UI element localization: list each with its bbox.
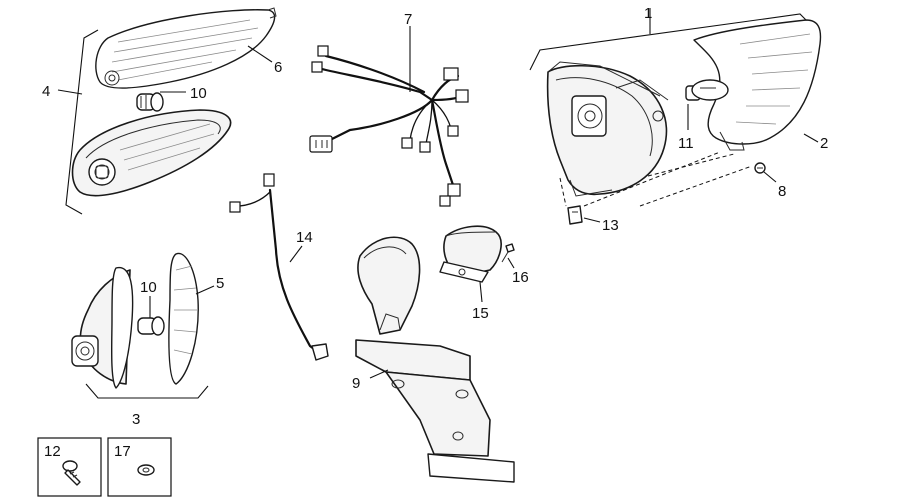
callout-2: 2 (820, 135, 828, 152)
callout-7: 7 (404, 11, 412, 28)
callout-15: 15 (472, 305, 489, 322)
screw-16 (501, 243, 515, 263)
license-lamp-assembly (439, 225, 515, 283)
bulb-11 (685, 79, 729, 101)
callout-16: 16 (512, 269, 529, 286)
callout-10-lower: 10 (140, 279, 157, 296)
callout-6: 6 (274, 59, 282, 76)
detail-box-12 (37, 437, 102, 497)
callout-5: 5 (216, 275, 224, 292)
bulb-10-lower (137, 316, 165, 336)
headlight-reflector-housing (546, 64, 668, 196)
washer-17-icon (137, 464, 155, 476)
indicator-lens-6 (95, 9, 276, 89)
indicator-front-left-assembly (65, 7, 277, 215)
headlight-assembly (529, 13, 822, 225)
license-plate-bracket-9 (355, 236, 515, 483)
leader-lines (57, 8, 819, 379)
bulb-10-upper (136, 92, 164, 112)
callout-9: 9 (352, 375, 360, 392)
indicator-rear-assembly (71, 252, 209, 399)
detail-box-17 (107, 437, 172, 497)
clip-13 (567, 205, 583, 225)
license-lamp-15 (443, 225, 502, 277)
callout-4: 4 (42, 83, 50, 100)
callout-17: 17 (114, 443, 131, 460)
screw-8 (754, 162, 766, 174)
callout-13: 13 (602, 217, 619, 234)
bolt-12-icon (62, 460, 81, 486)
wiring-harness-7 (309, 45, 469, 207)
callout-8: 8 (778, 183, 786, 200)
callout-14: 14 (296, 229, 313, 246)
headlight-lens-2 (693, 19, 822, 145)
callout-labels: 1 2 3 4 5 6 7 8 9 10 10 11 12 13 14 15 1… (42, 5, 828, 460)
indicator-lens-5 (168, 252, 199, 385)
cable-14 (229, 173, 329, 361)
callout-1: 1 (644, 5, 652, 22)
callout-3: 3 (132, 411, 140, 428)
callout-10-upper: 10 (190, 85, 207, 102)
callout-11: 11 (678, 135, 694, 152)
callout-12: 12 (44, 443, 61, 460)
